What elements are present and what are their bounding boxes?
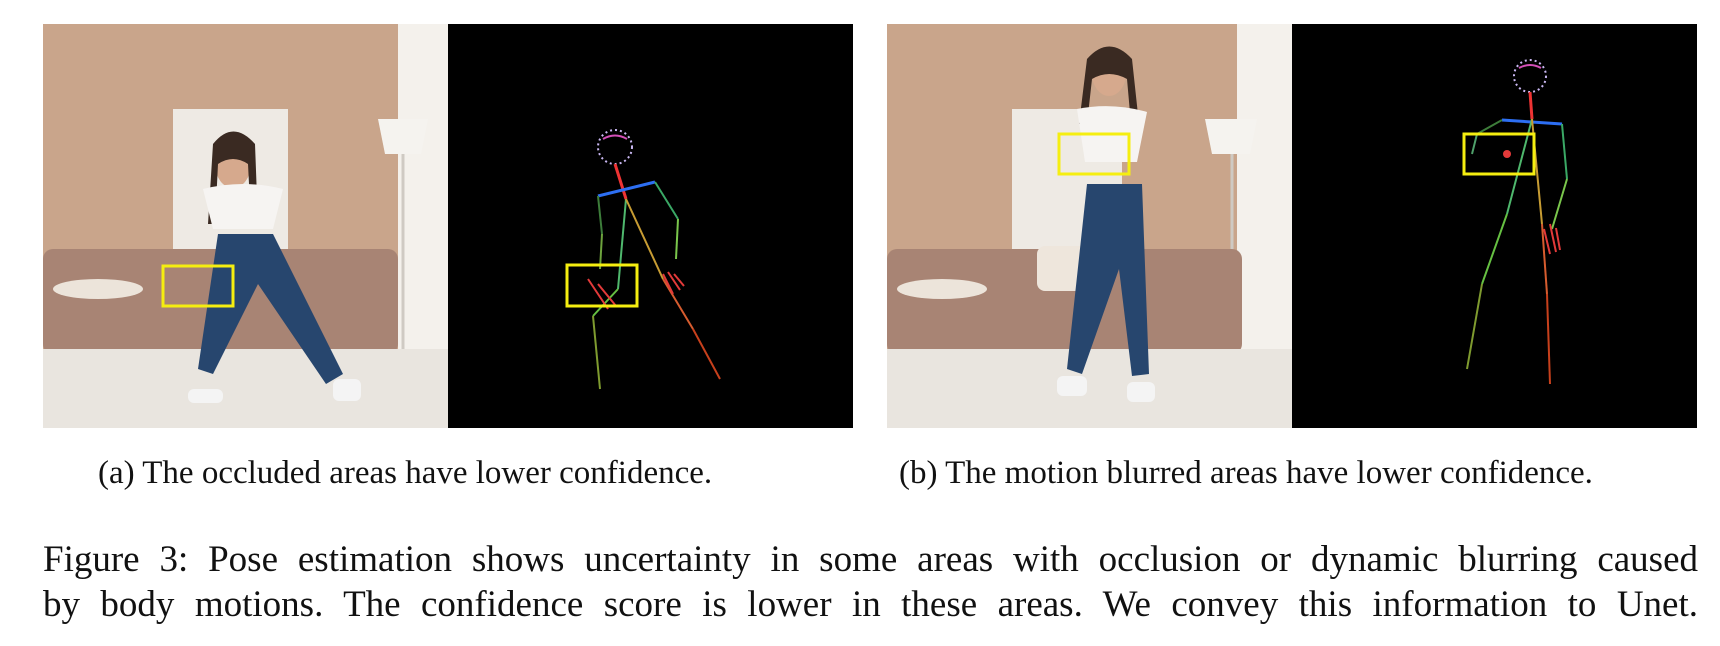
subcaption-b: (b) The motion blurred areas have lower … (899, 455, 1593, 491)
highlight-box (1057, 132, 1131, 176)
pose-skeleton-occluded (448, 24, 853, 428)
figure-caption-line-1: Figure 3: Pose estimation shows uncertai… (43, 539, 1698, 580)
photo-motion-blur-pose (887, 24, 1292, 428)
photo-occluded-pose (43, 24, 448, 428)
pose-skeleton-motion-blur (1292, 24, 1697, 428)
subcaption-a: (a) The occluded areas have lower confid… (98, 455, 713, 491)
highlight-box (161, 264, 235, 308)
figure-caption-line-2: by body motions. The confidence score is… (43, 584, 1698, 625)
